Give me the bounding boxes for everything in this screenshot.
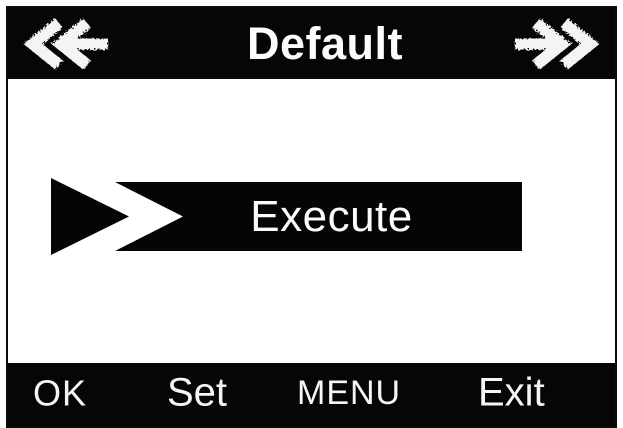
selected-item-bar[interactable]: Execute	[115, 182, 522, 251]
screen-frame: Default Execute OK Se	[6, 6, 617, 428]
softkey-ok[interactable]: OK	[33, 371, 88, 413]
menu-content: Execute	[8, 79, 615, 363]
softkey-menu[interactable]: MENU	[297, 373, 402, 412]
next-page-button[interactable]	[509, 17, 605, 71]
selected-item-label: Execute	[250, 191, 413, 241]
softkey-set[interactable]: Set	[167, 370, 228, 415]
menu-item-row[interactable]: Execute	[51, 178, 522, 255]
double-chevron-right-icon	[515, 17, 600, 70]
selection-cursor-icon	[51, 178, 129, 255]
double-chevron-left-icon	[23, 17, 108, 70]
softkey-exit[interactable]: Exit	[478, 370, 545, 415]
prev-page-button[interactable]	[18, 17, 114, 71]
softkey-bar: OK Set MENU Exit	[8, 363, 615, 426]
title-bar: Default	[8, 8, 615, 79]
